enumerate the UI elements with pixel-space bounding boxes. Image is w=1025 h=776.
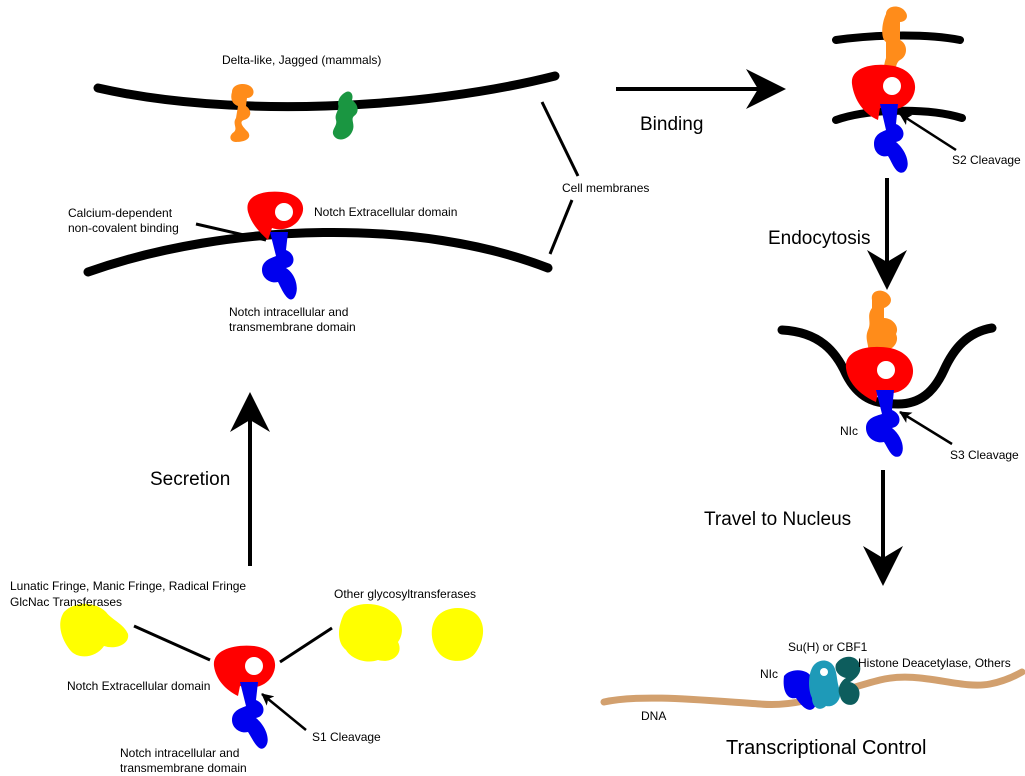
notch-icd-bottom-label-line1: Notch intracellular and — [120, 746, 240, 760]
fringe-label-line1: Lunatic Fringe, Manic Fringe, Radical Fr… — [10, 579, 247, 593]
fringe-enzyme-blob — [60, 603, 129, 657]
secretion-label: Secretion — [150, 469, 231, 490]
lower-cell-membrane — [83, 228, 553, 277]
other-glyco-label: Other glycosyltransferases — [334, 587, 477, 601]
travel-to-nucleus-label: Travel to Nucleus — [704, 509, 852, 530]
histone-deacetylase-protein — [835, 656, 861, 705]
bound-jagged-ligand — [882, 6, 907, 74]
endocytosed-jagged-ligand — [866, 290, 898, 358]
endocytic-membrane — [777, 323, 997, 409]
cell-membrane-pointer-upper — [540, 101, 580, 177]
dna-label: DNA — [641, 709, 667, 723]
ligands-label: Delta-like, Jagged (mammals) — [222, 53, 382, 67]
endocytosis-label: Endocytosis — [768, 228, 871, 249]
nic-bottom-label: NIc — [760, 667, 778, 681]
endocytosed-notch-receptor — [845, 346, 914, 457]
calcium-binding-label-line2: non-covalent binding — [68, 221, 179, 235]
bound-notch-receptor — [851, 64, 916, 173]
s1-cleavage-label: S1 Cleavage — [312, 730, 381, 744]
s2-cleavage-label: S2 Cleavage — [952, 153, 1021, 167]
cell-membranes-label: Cell membranes — [562, 181, 650, 195]
calcium-binding-pointer — [195, 222, 267, 242]
su-h-cbf1-protein — [809, 660, 841, 709]
glycosyltransferase-blob-2 — [431, 608, 484, 661]
s1-cleavage-arrow — [261, 693, 307, 731]
fringe-label-line2: GlcNac Transferases — [10, 595, 123, 609]
notch-icd-top-label-line2: transmembrane domain — [229, 320, 356, 334]
notch-icd-top-label-line1: Notch intracellular and — [229, 305, 349, 319]
receiving-cell-membrane — [832, 106, 966, 124]
transcriptional-control-label: Transcriptional Control — [726, 737, 927, 759]
s2-cleavage-arrow — [899, 112, 957, 152]
notch-ecd-bottom-label: Notch Extracellular domain — [67, 679, 211, 693]
s3-cleavage-arrow — [899, 410, 953, 446]
notch-receptor-bottom — [213, 645, 276, 749]
notch-ecd-top-label: Notch Extracellular domain — [314, 205, 458, 219]
notch-receptor-top — [247, 191, 304, 300]
su-h-cbf1-label: Su(H) or CBF1 — [788, 640, 868, 654]
glycosyltransferase-blob-1 — [339, 604, 402, 662]
histone-deacetylase-label: Histone Deacetylase, Others — [858, 656, 1011, 670]
signal-cell-membrane — [832, 31, 964, 44]
dna-strand — [600, 668, 1025, 709]
notch-icd-bottom-label-line2: transmembrane domain — [120, 761, 247, 775]
binding-label: Binding — [640, 114, 704, 135]
s3-cleavage-label: S3 Cleavage — [950, 448, 1019, 462]
nic-mid-label: NIc — [840, 424, 858, 438]
calcium-binding-label-line1: Calcium-dependent — [68, 206, 173, 220]
cell-membrane-pointer-lower — [548, 199, 574, 255]
jagged-ligand — [230, 84, 254, 142]
fringe-connector — [133, 624, 211, 662]
delta-ligand — [332, 91, 358, 140]
glyco-connector — [279, 626, 333, 664]
upper-cell-membrane — [93, 71, 560, 112]
